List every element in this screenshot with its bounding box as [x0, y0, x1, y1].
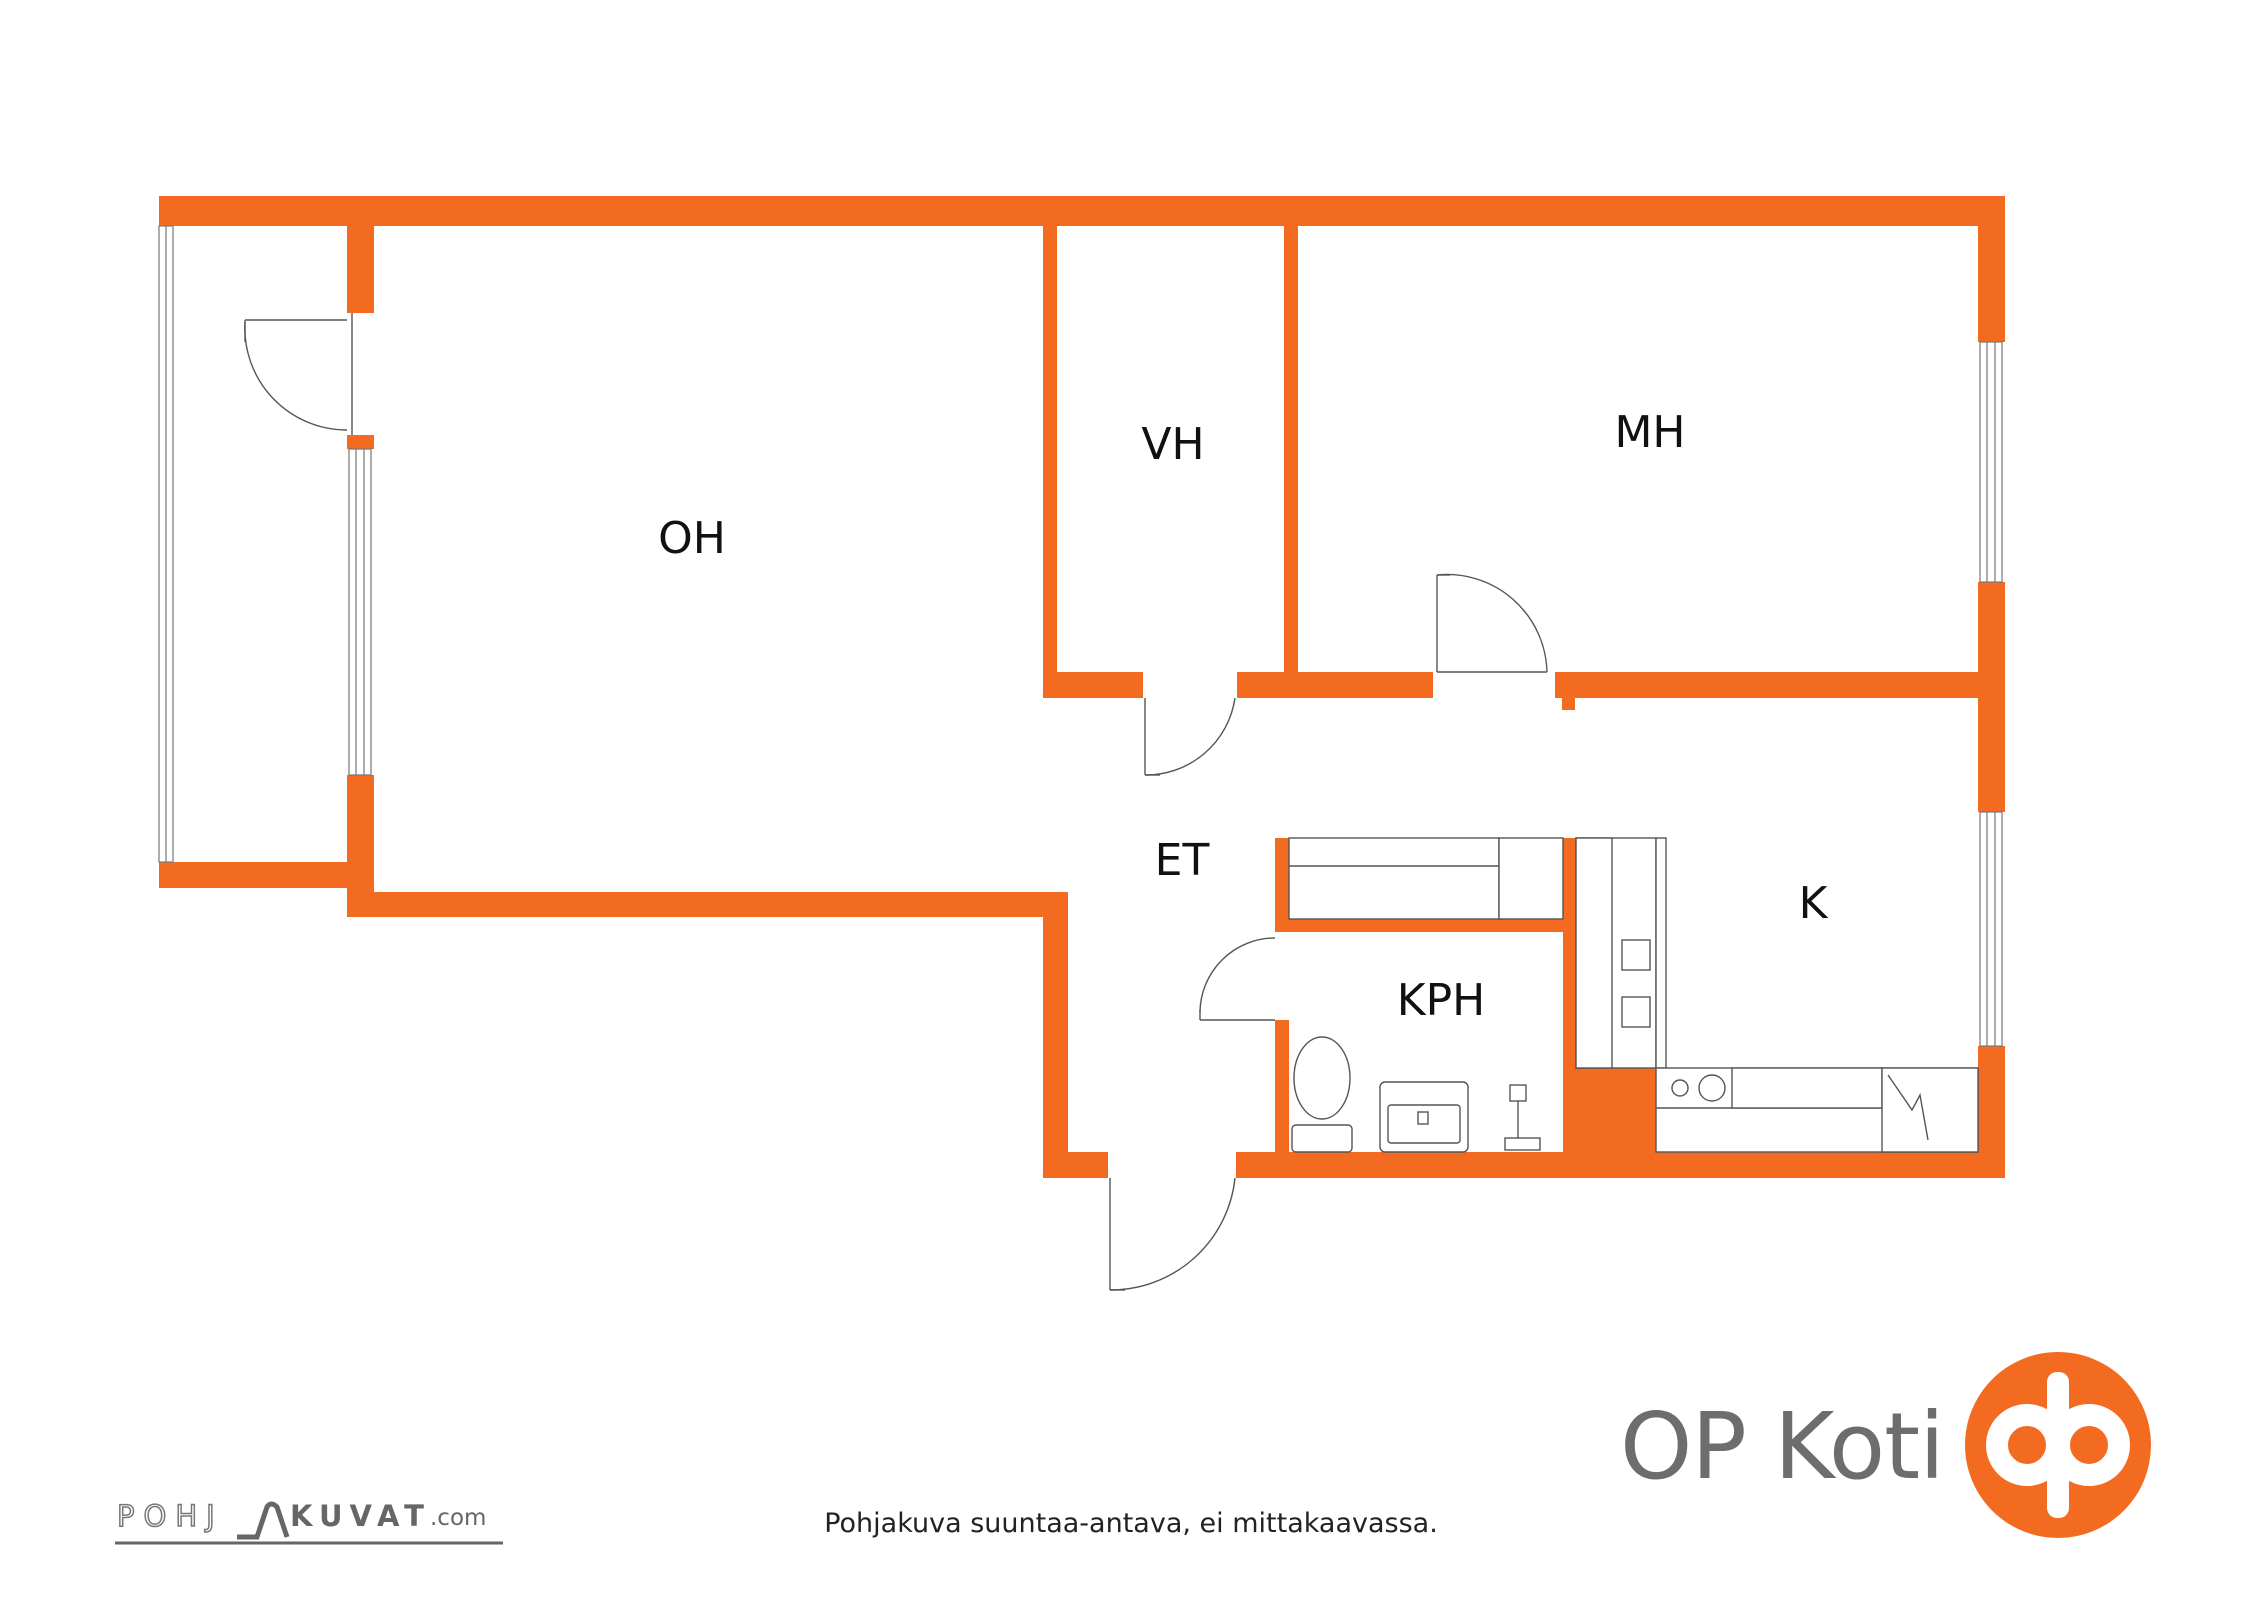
wall-oh-west-lower [347, 775, 374, 917]
door-entrance [1109, 1177, 1236, 1291]
windows [158, 225, 2003, 1047]
room-label-vh: VH [1141, 419, 1204, 470]
toilet [1291, 1036, 1353, 1153]
credit-part3: .com [430, 1505, 487, 1531]
wall-balcony-bottom [159, 862, 374, 888]
window-k-east [1979, 811, 2003, 1047]
wall-top [159, 196, 2005, 226]
credit-underline [115, 1541, 503, 1545]
window-mh-east [1979, 341, 2003, 583]
credit-part2: KUVAT [290, 1499, 431, 1533]
room-label-k: K [1799, 878, 1829, 929]
window-oh-west [348, 448, 372, 776]
wall-vh-bottom-left [1043, 672, 1143, 698]
wall-oh-bottom [347, 892, 1068, 917]
wall-oh-west-mid [347, 435, 374, 449]
wall-right-upper [1978, 196, 2005, 342]
door-vh [1144, 697, 1236, 776]
kitchen-counter [1575, 837, 1979, 1153]
wall-et-left [1043, 892, 1068, 1178]
room-label-et: ET [1155, 835, 1210, 886]
room-label-oh: OH [658, 513, 726, 564]
bathroom-shelf [1288, 837, 1500, 920]
credit-part1: POHJ [116, 1498, 224, 1534]
op-logo-icon [1965, 1352, 2151, 1538]
brand-name: OP Koti [1620, 1393, 1945, 1500]
wall-top-left-cap [159, 196, 179, 226]
room-label-kph: KPH [1397, 975, 1485, 1026]
shower [1504, 1084, 1541, 1151]
wall-mh-door-stub [1562, 698, 1575, 710]
walls [159, 196, 2005, 1178]
wall-mh-bottom [1555, 672, 2005, 698]
room-label-mh: MH [1614, 407, 1685, 458]
credit-a-icon [237, 1501, 290, 1540]
fixtures [1288, 837, 1979, 1153]
disclaimer-text: Pohjakuva suuntaa-antava, ei mittakaavas… [824, 1508, 1438, 1539]
wall-kph-right [1563, 838, 1576, 1178]
doors [244, 313, 1548, 1291]
wall-kitchen-block [1576, 1068, 1656, 1178]
wall-vh-left [1043, 226, 1057, 698]
door-mh [1436, 573, 1548, 673]
wall-vh-bottom-right [1237, 672, 1433, 698]
wall-vh-mh-divider [1284, 226, 1298, 698]
wall-oh-west-upper [347, 226, 374, 313]
wall-kph-left-upper [1275, 838, 1289, 932]
door-kph [1199, 937, 1276, 1021]
door-balcony [244, 313, 353, 435]
sink [1379, 1081, 1469, 1153]
wall-kph-left-lower [1275, 1020, 1289, 1178]
wall-kph-top [1275, 919, 1568, 932]
